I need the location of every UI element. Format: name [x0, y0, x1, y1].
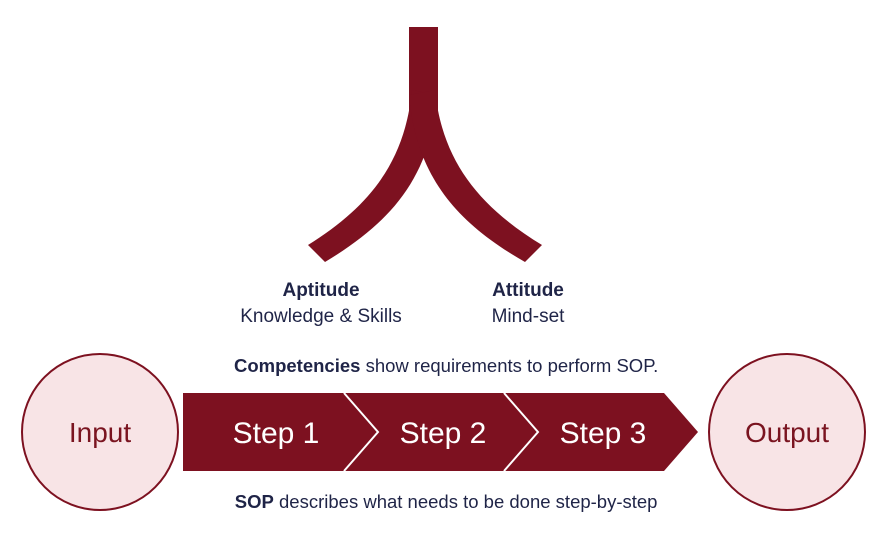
step-1-label: Step 1 — [233, 417, 320, 450]
input-label: Input — [69, 417, 131, 448]
competencies-rest: show requirements to perform SOP. — [360, 355, 658, 376]
person-glyph — [308, 27, 542, 262]
step-2-label: Step 2 — [400, 417, 487, 450]
steps-arrow-body — [183, 393, 698, 471]
aptitude-subtitle: Knowledge & Skills — [240, 306, 402, 327]
step-divider-2 — [503, 392, 540, 472]
competencies-bold: Competencies — [234, 355, 360, 376]
sop-bold: SOP — [235, 491, 274, 512]
sop-caption: SOP describes what needs to be done step… — [209, 491, 673, 512]
output-node: Output — [708, 353, 866, 511]
output-circle — [708, 353, 866, 511]
glyph-left-stroke — [308, 90, 438, 262]
steps-arrow: Step 1 Step 2 Step 3 — [183, 392, 698, 472]
step-divider-1 — [343, 392, 380, 472]
attitude-subtitle: Mind-set — [492, 306, 566, 327]
sop-rest: describes what needs to be done step-by-… — [274, 491, 658, 512]
aptitude-title: Aptitude — [282, 280, 359, 301]
input-circle — [21, 353, 179, 511]
attitude-title: Attitude — [492, 280, 564, 301]
input-node: Input — [21, 353, 179, 511]
output-label: Output — [745, 417, 829, 448]
competencies-caption: Competencies show requirements to perfor… — [208, 355, 673, 376]
step-3-label: Step 3 — [560, 417, 647, 450]
glyph-right-stroke — [409, 90, 542, 262]
